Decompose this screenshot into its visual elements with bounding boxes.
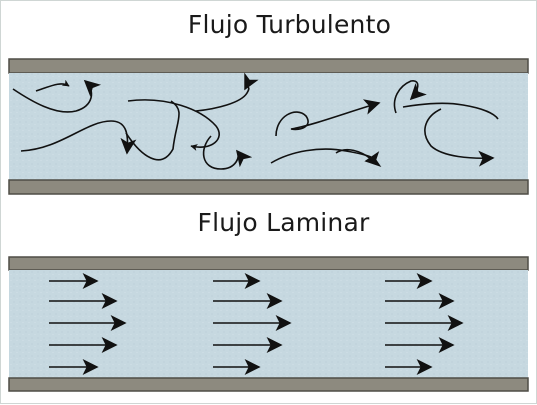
laminar-flow-title: Flujo Laminar — [197, 208, 370, 237]
eddy-arrow — [424, 108, 495, 167]
laminar-pipe-bottom-wall — [8, 377, 529, 392]
turbulent-pipe-bottom-wall — [8, 179, 529, 195]
laminar-velocity-arrows — [49, 273, 464, 375]
turbulent-fluid — [9, 73, 528, 180]
eddy-arrow — [195, 72, 259, 112]
eddy-arrow — [125, 100, 180, 161]
eddy-arrow — [202, 135, 253, 170]
eddy-arrow — [393, 80, 427, 114]
eddy-arrow — [127, 99, 220, 151]
eddy-arrow — [402, 102, 499, 120]
eddy-arrow — [270, 148, 382, 168]
laminar-pipe-top-wall — [8, 256, 529, 271]
turbulent-flow-title: Flujo Turbulento — [187, 10, 392, 39]
laminar-fluid — [9, 270, 528, 378]
eddy-arrow — [335, 148, 372, 160]
laminar-pipe — [8, 256, 529, 392]
turbulent-eddy-arrows — [12, 72, 499, 170]
turbulent-pipe — [8, 58, 529, 195]
eddy-arrow — [12, 79, 102, 113]
eddy-arrow — [275, 99, 381, 137]
turbulent-pipe-top-wall — [8, 58, 529, 74]
eddy-arrow — [35, 79, 70, 92]
